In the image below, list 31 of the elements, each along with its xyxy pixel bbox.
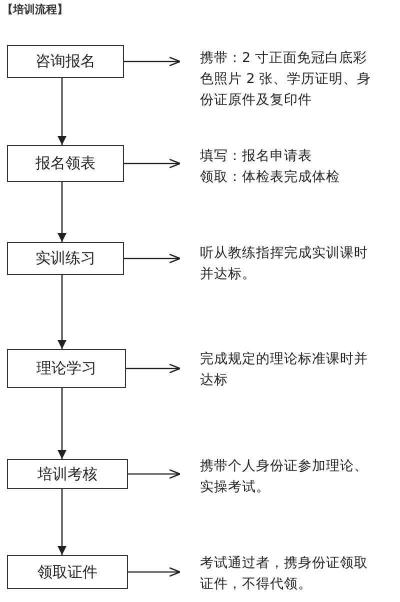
step-label: 领取证件	[38, 562, 98, 582]
process-box	[7, 459, 128, 489]
step-label: 理论学习	[36, 359, 96, 378]
note-text: 携带个人身份证参加理论、实操考试。	[200, 457, 369, 497]
step-label: 培训考核	[38, 464, 98, 484]
note-text: 填写：报名申请表	[200, 147, 313, 166]
process-box	[7, 349, 126, 388]
arrow	[124, 56, 181, 66]
arrow	[124, 158, 181, 168]
arrow	[57, 78, 67, 145]
note-text: 领取：体检表完成体检	[200, 168, 341, 187]
step-label: 实训练习	[36, 249, 96, 268]
note-text: 听从教练指挥完成实训课时并达标。	[200, 244, 369, 284]
heading: 【培训流程】	[2, 2, 68, 17]
step-label: 咨询报名	[36, 52, 96, 71]
arrow	[57, 182, 67, 242]
process-box	[7, 242, 124, 275]
process-box	[7, 45, 124, 78]
note-text: 携带：2 寸正面免冠白底彩色照片 2 张、学历证明、身份证原件及复印件	[200, 49, 372, 110]
arrow	[128, 567, 181, 577]
arrow	[57, 489, 67, 555]
note-text: 完成规定的理论标准课时并达标	[200, 350, 369, 390]
arrow	[57, 388, 67, 459]
arrow	[57, 275, 67, 349]
step-label: 报名领表	[36, 154, 96, 173]
arrow	[128, 469, 181, 479]
arrow	[126, 364, 181, 374]
process-box	[7, 555, 128, 589]
note-text: 考试通过者，携身份证领取证件，不得代领。	[200, 554, 369, 594]
arrow	[124, 254, 181, 264]
process-box	[7, 145, 124, 182]
